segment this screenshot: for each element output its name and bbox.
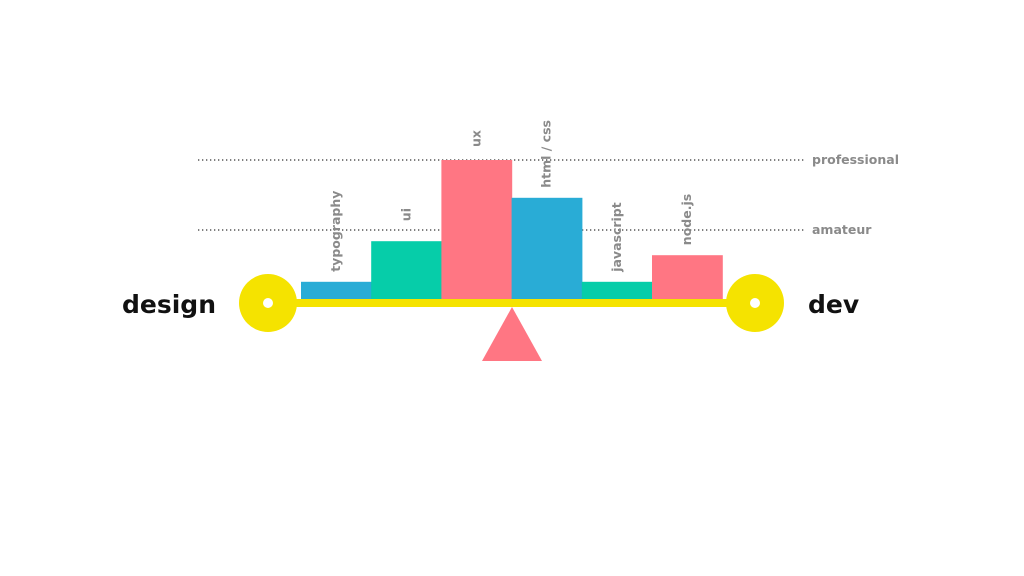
level-label-amateur: amateur [812,222,872,237]
seesaw [239,274,784,361]
bar-label-typography: typography [328,191,343,272]
bar-node-js [652,255,723,300]
right-weight-hole [750,298,760,308]
bars: typography ui ux html / css javascript node.j… [301,120,723,300]
right-side-label: dev [808,290,859,319]
level-label-professional: professional [812,152,899,167]
bar-javascript [581,281,653,300]
left-weight-hole [263,298,273,308]
fulcrum-triangle-icon [482,307,542,361]
left-side-label: design [122,290,216,319]
bar-ui [371,241,442,300]
bar-html-css [511,197,583,300]
bar-label-ux: ux [469,130,484,147]
seesaw-beam [268,299,756,307]
bar-typography [301,281,372,300]
bar-label-html-css: html / css [539,120,554,188]
bar-label-node-js: node.js [679,194,694,245]
bar-ux [441,160,513,300]
bar-label-ui: ui [398,208,413,221]
bar-label-javascript: javascript [609,202,624,273]
